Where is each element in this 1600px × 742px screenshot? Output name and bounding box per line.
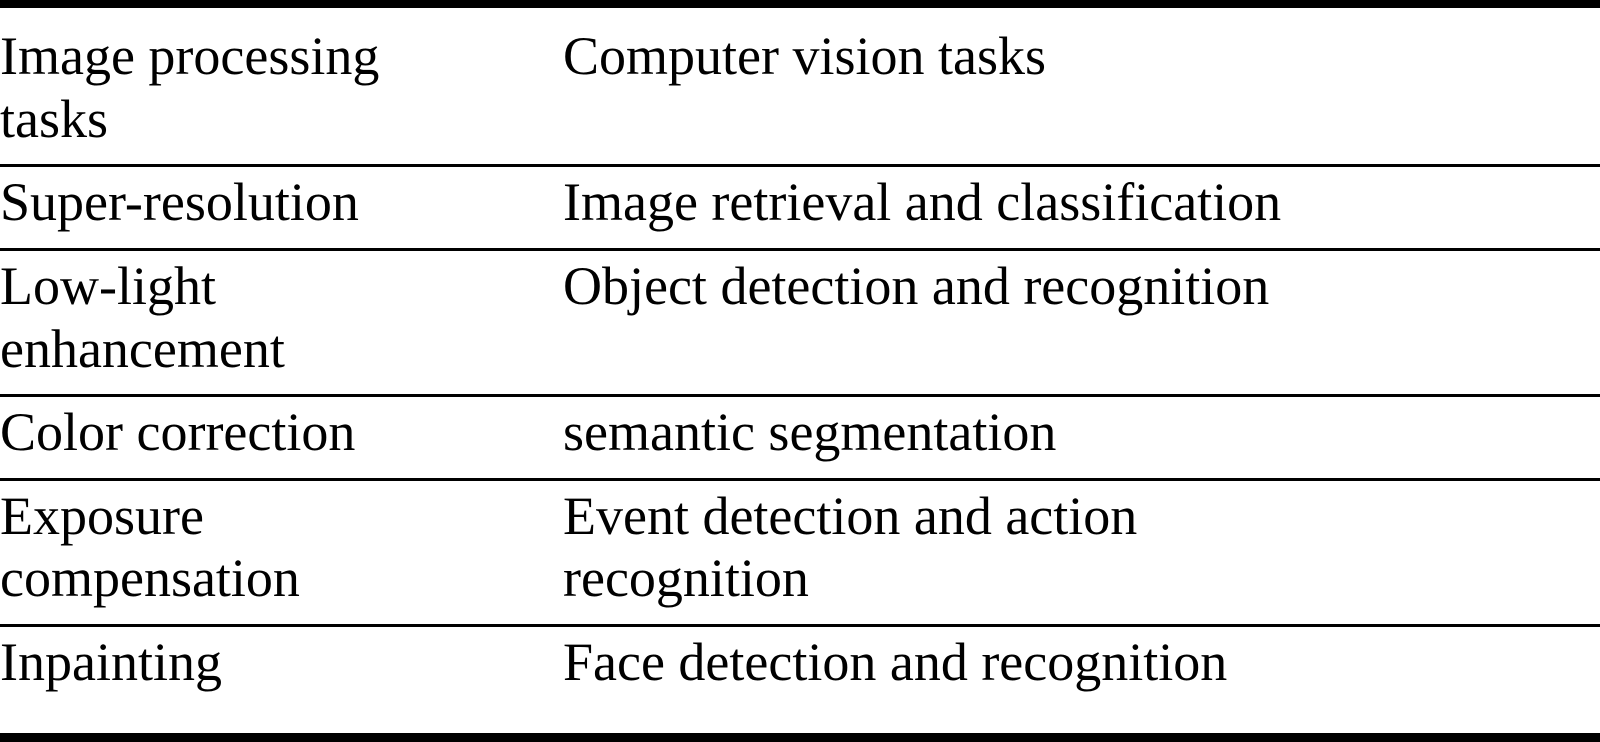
cell-image-processing-task: Inpainting [0,626,563,708]
cell-computer-vision-task: Face detection and recognition [563,626,1600,708]
cell-text: Low-light enhancement [0,255,285,379]
table-bottom-rule [0,733,1600,742]
table-row: Exposure compensation Event detection an… [0,479,1600,628]
cell-text: semantic segmentation [563,402,1057,463]
column-header-image-processing-tasks: Image processing tasks [0,25,563,168]
table-row: Low-light enhancement Object detection a… [0,249,1600,398]
cell-text: Exposure compensation [0,485,300,609]
table-bottom-rule-holder [0,733,1600,742]
cell-computer-vision-task: Object detection and recognition [563,249,1600,398]
cell-image-processing-task: Exposure compensation [0,479,563,628]
column-header-label: Image processing tasks [0,26,380,149]
table-top-rule [0,0,1600,8]
cell-text: Object detection and recognition [563,255,1270,316]
cell-text: Super-resolution [0,172,359,233]
column-header-computer-vision-tasks: Computer vision tasks [563,25,1600,168]
cell-image-processing-task: Super-resolution [0,165,563,251]
cell-image-processing-task: Low-light enhancement [0,249,563,398]
spacer-cell-left [0,8,563,25]
column-header-label: Computer vision tasks [563,26,1046,86]
table-spacer-row [0,8,1600,25]
cell-image-processing-task: Color correction [0,395,563,481]
cell-text: Inpainting [0,632,222,692]
cell-text: Face detection and recognition [563,632,1228,692]
table-row: Color correction semantic segmentation [0,395,1600,481]
comparison-table: Image processing tasks Computer vision t… [0,8,1600,708]
cell-computer-vision-task: Image retrieval and classification [563,165,1600,251]
cell-computer-vision-task: semantic segmentation [563,395,1600,481]
cell-text: Color correction [0,402,356,463]
table-header-row: Image processing tasks Computer vision t… [0,25,1600,168]
cell-text: Image retrieval and classification [563,172,1282,233]
spacer-cell-right [563,8,1600,25]
cell-text: Event detection and action recognition [563,485,1138,609]
cell-computer-vision-task: Event detection and action recognition [563,479,1600,628]
table-row: Inpainting Face detection and recognitio… [0,626,1600,708]
table-row: Super-resolution Image retrieval and cla… [0,165,1600,251]
